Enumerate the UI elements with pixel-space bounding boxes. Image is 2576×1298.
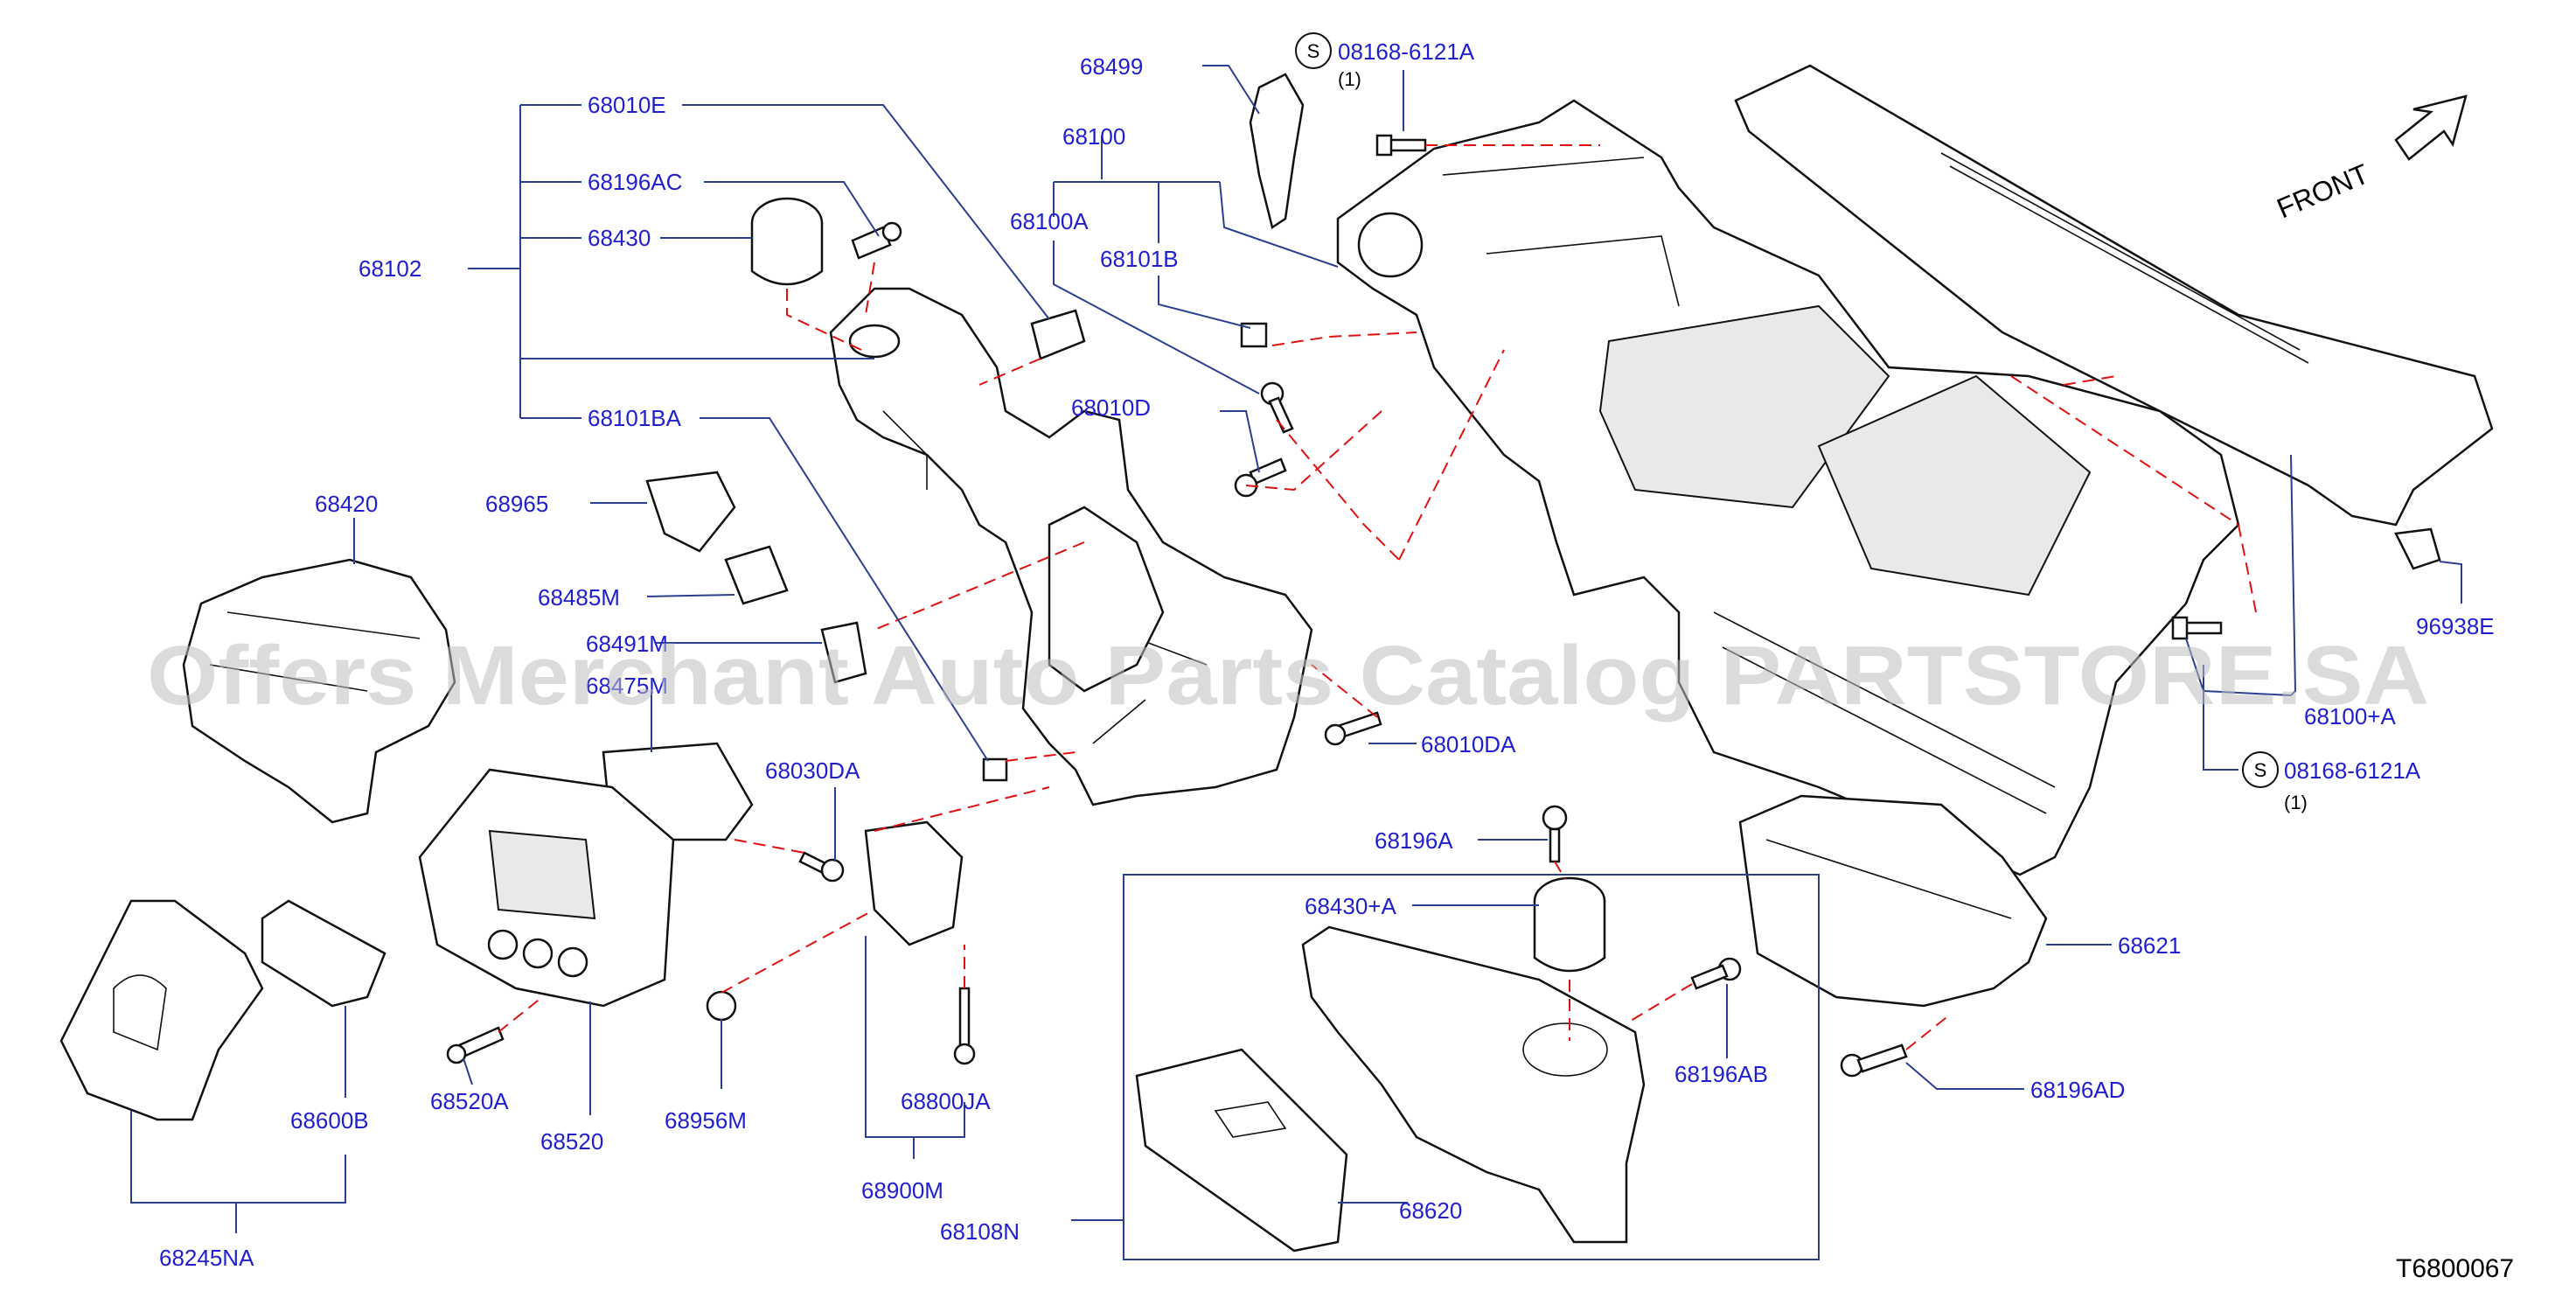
label-68010D: 68010D xyxy=(1071,394,1151,421)
screw-68100A-part xyxy=(1260,381,1294,434)
bracket-68900M-part xyxy=(864,820,964,946)
label-08168-right-qty: (1) xyxy=(2284,792,2308,813)
label-68485M: 68485M xyxy=(538,584,620,611)
label-68196AB: 68196AB xyxy=(1674,1061,1768,1087)
leader-lines xyxy=(130,65,2462,1233)
label-68956M: 68956M xyxy=(665,1107,747,1134)
label-08168-top-qty: (1) xyxy=(1338,68,1361,90)
cluster-hood-part xyxy=(182,558,456,824)
label-68520: 68520 xyxy=(540,1128,603,1155)
label-68010DA: 68010DA xyxy=(1421,731,1516,757)
label-96938E: 96938E xyxy=(2416,613,2495,639)
clip-68101BA-part xyxy=(982,757,1008,782)
screw-68030DA-part xyxy=(798,851,845,883)
label-68100A: 68100A xyxy=(1010,208,1089,234)
label-68800JA: 68800JA xyxy=(901,1088,991,1114)
clip-68101B-part xyxy=(1240,322,1268,348)
switch-68485M-part xyxy=(724,545,789,605)
cup-holder-part xyxy=(750,197,824,286)
label-68600B: 68600B xyxy=(290,1107,369,1134)
cup-holder-68430A-part xyxy=(1533,876,1606,973)
screw-68010D-part xyxy=(1234,457,1287,498)
label-68100: 68100 xyxy=(1062,123,1125,150)
vent-68965-part xyxy=(645,471,736,553)
assembly-dashed-lines xyxy=(498,144,2257,1050)
screw-68520A-part xyxy=(446,1026,505,1064)
label-68499: 68499 xyxy=(1080,53,1143,80)
svg-text:S: S xyxy=(1307,40,1320,62)
screw-68196AB-part xyxy=(1690,957,1742,990)
reference-code: T6800067 xyxy=(2396,1254,2514,1283)
label-68475M: 68475M xyxy=(586,673,668,699)
s-symbol-top: S xyxy=(1295,32,1332,69)
screw-68800JA-part xyxy=(953,987,976,1065)
front-label: FRONT xyxy=(2273,157,2374,224)
label-68100A2: 68100+A xyxy=(2304,703,2396,729)
watermark: Offers Merchant Auto Parts Catalog PARTS… xyxy=(147,629,2429,722)
front-arrow-icon xyxy=(2394,94,2468,161)
lower-panel-part xyxy=(1301,925,1646,1244)
console-trim-part xyxy=(59,899,264,1121)
label-68430: 68430 xyxy=(588,225,651,251)
part-labels: 68499 08168-6121A (1) 68100 68100A 68101… xyxy=(159,38,2495,1271)
label-68620: 68620 xyxy=(1399,1197,1462,1224)
label-68108N: 68108N xyxy=(940,1218,1020,1245)
glove-box-housing-part xyxy=(1738,794,2048,1008)
bolt-08168-right-part xyxy=(2171,616,2223,640)
label-68196A: 68196A xyxy=(1375,827,1453,854)
instrument-panel-body xyxy=(1336,99,2240,876)
inset-box xyxy=(1123,874,1820,1260)
label-08168-top: 08168-6121A xyxy=(1338,38,1475,65)
clip-68010E-part xyxy=(1030,309,1086,360)
dash-top-cover xyxy=(1734,64,2494,527)
screw-68196AD-part xyxy=(1840,1043,1908,1078)
label-68102: 68102 xyxy=(359,255,421,282)
switch-68491M-part xyxy=(820,621,867,684)
label-68965: 68965 xyxy=(485,491,548,517)
label-68101B: 68101B xyxy=(1100,246,1179,272)
bolt-08168-top-part xyxy=(1375,134,1427,157)
label-08168-right: 08168-6121A xyxy=(2284,757,2421,784)
label-68430A: 68430+A xyxy=(1305,893,1396,919)
clip-96938E-part xyxy=(2394,527,2441,570)
clip-68956M-part xyxy=(706,990,737,1022)
label-68491M: 68491M xyxy=(586,631,668,657)
lower-bracket xyxy=(1048,506,1165,693)
label-68030DA: 68030DA xyxy=(765,757,860,784)
s-symbol-right: S xyxy=(2242,751,2279,788)
label-68900M: 68900M xyxy=(861,1177,943,1204)
label-68196AC: 68196AC xyxy=(588,169,682,195)
switch-panel-part xyxy=(261,899,386,1008)
label-68101BA: 68101BA xyxy=(588,405,682,431)
label-68621: 68621 xyxy=(2118,932,2181,959)
label-68420: 68420 xyxy=(315,491,378,517)
label-68520A: 68520A xyxy=(430,1088,509,1114)
label-68010E: 68010E xyxy=(588,92,666,118)
svg-text:S: S xyxy=(2254,759,2267,781)
screw-68196A-part xyxy=(1542,805,1568,863)
audio-cluster-part xyxy=(418,768,675,1008)
label-68196AD: 68196AD xyxy=(2030,1077,2125,1103)
bracket-68499-part xyxy=(1249,73,1305,230)
screw-68196AC-part xyxy=(851,221,902,260)
glove-box-lid-part xyxy=(1135,1048,1348,1253)
screw-68010DA-part xyxy=(1324,711,1382,746)
label-68245NA: 68245NA xyxy=(159,1245,254,1271)
